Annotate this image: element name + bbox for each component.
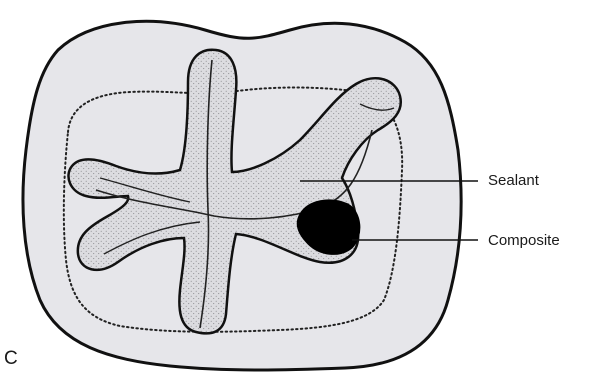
panel-letter: C [4, 348, 18, 370]
composite-label: Composite [488, 232, 560, 249]
sealant-label: Sealant [488, 172, 539, 189]
